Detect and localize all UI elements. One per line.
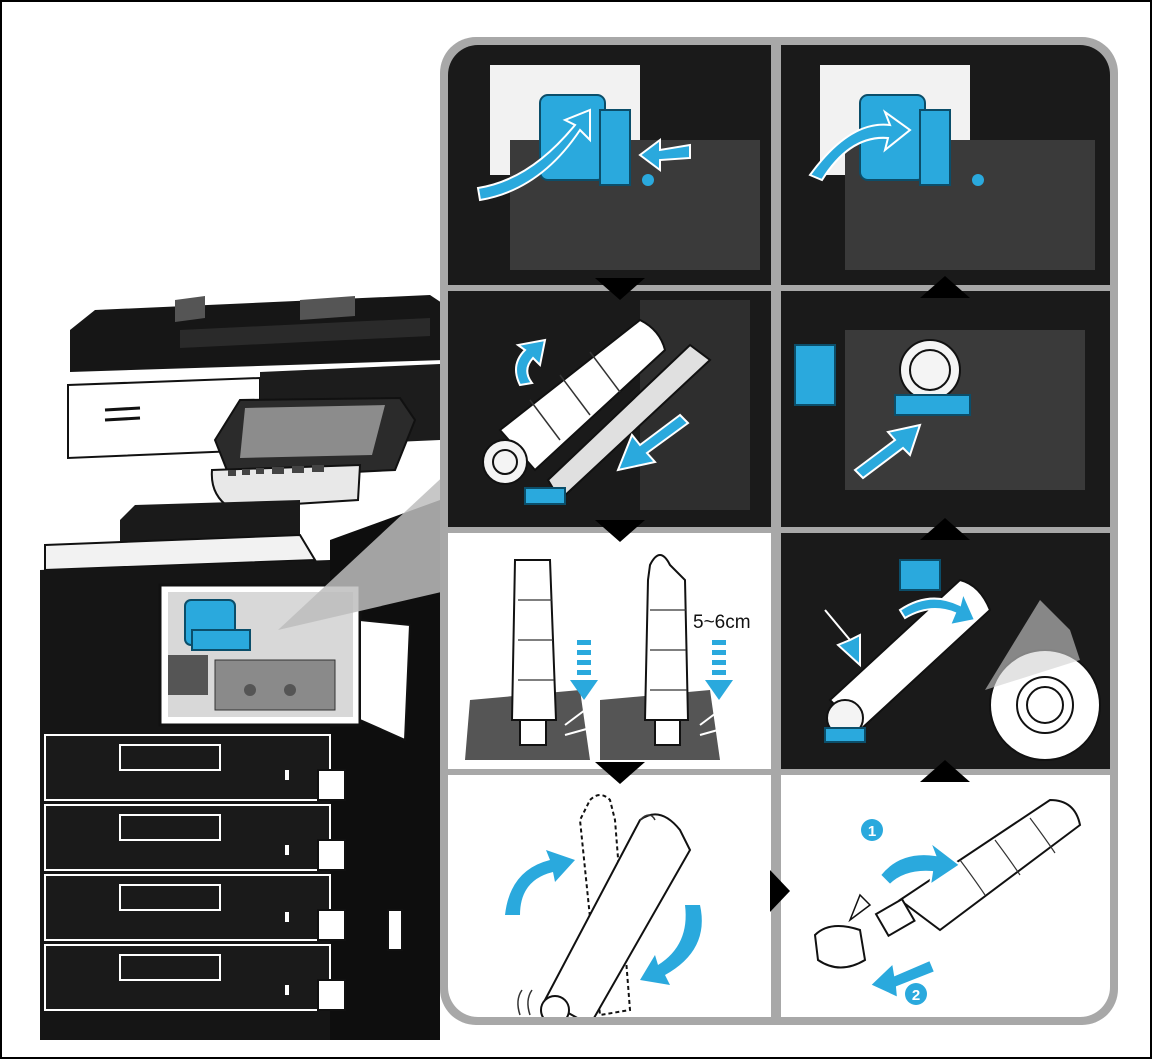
panel-step-1 [448, 45, 771, 285]
panel-step-8 [781, 45, 1110, 285]
step-badge-2-text: 2 [912, 987, 920, 1004]
tap-distance-label: 5~6cm [693, 612, 751, 634]
copier-machine [40, 295, 445, 1040]
panel-step-5 [781, 775, 1110, 1017]
step-badge-1-text: 1 [868, 823, 876, 840]
panel-step-4 [448, 775, 771, 1025]
panel-step-7 [781, 291, 1110, 527]
panel-step-6 [781, 533, 1110, 769]
panel-step-2 [448, 291, 771, 527]
panel-step-3 [448, 533, 771, 769]
